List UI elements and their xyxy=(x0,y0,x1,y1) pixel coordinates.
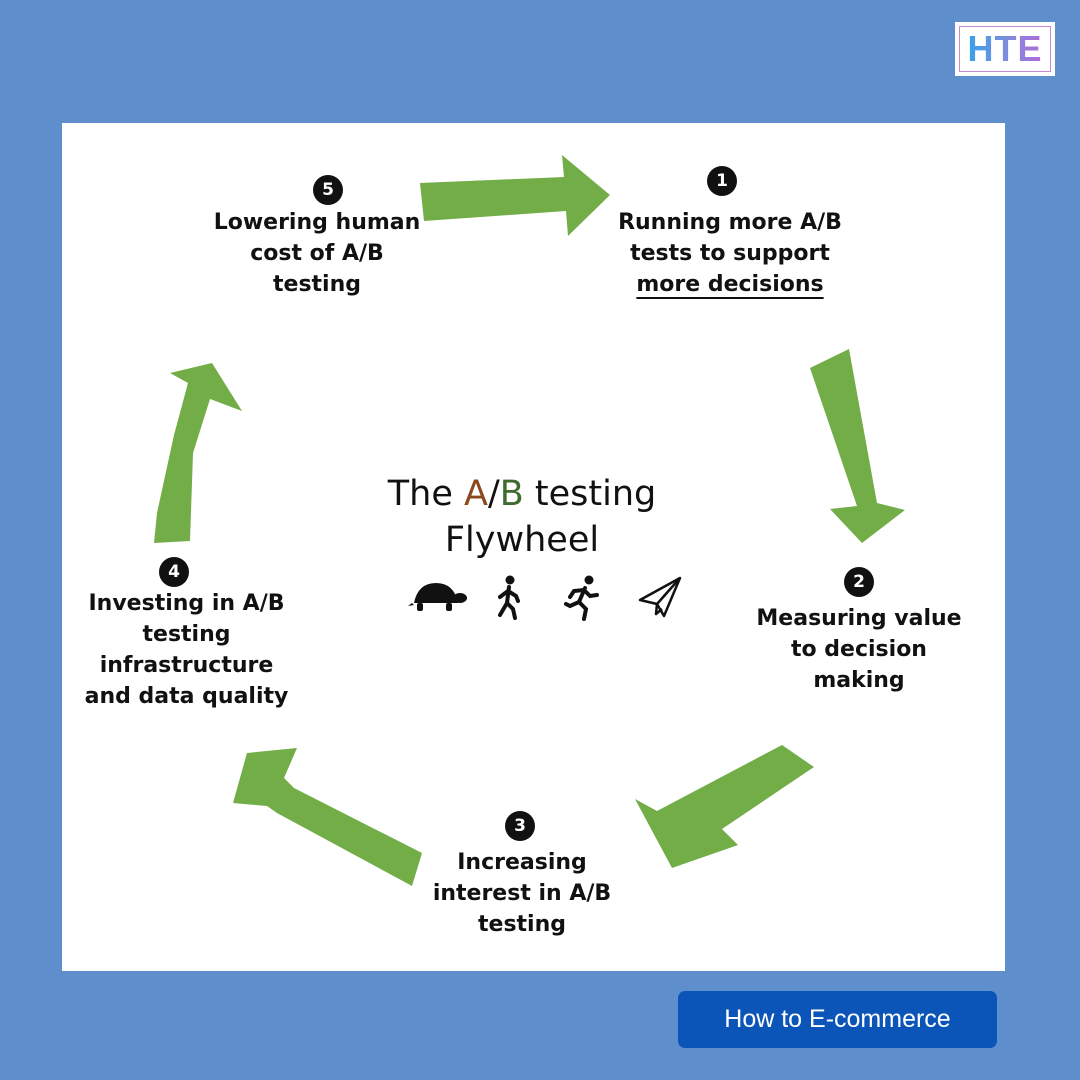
step-5-line-2: cost of A/B xyxy=(250,241,384,266)
walking-person-icon xyxy=(498,575,520,620)
title-the: The xyxy=(387,474,464,514)
arrow-step2-to-step3 xyxy=(635,745,814,868)
logo-text: HTE xyxy=(967,28,1043,69)
turtle-icon xyxy=(408,583,467,611)
step-4-line-4: and data quality xyxy=(84,684,289,709)
step-2-number: 2 xyxy=(844,567,874,597)
step-2-line-2: to decision xyxy=(791,637,927,662)
title-slash: / xyxy=(487,474,500,514)
step-5-line-3: testing xyxy=(273,272,361,297)
title-line-1: The A/B testing xyxy=(362,471,682,517)
title-line-2: Flywheel xyxy=(444,520,600,560)
step-3-line-2: interest in A/B xyxy=(432,881,612,906)
step-2-line-3: making xyxy=(813,668,905,693)
title-letter-b: B xyxy=(499,474,524,514)
step-1-line-2: tests to support xyxy=(630,241,830,266)
step-5-label: Lowering human cost of A/B testing xyxy=(212,207,422,300)
step-1-line-1: Running more A/B xyxy=(618,210,842,235)
step-1-number: 1 xyxy=(707,166,737,196)
title-letter-a: A xyxy=(464,474,488,514)
step-4-number: 4 xyxy=(159,557,189,587)
running-person-icon xyxy=(564,575,599,621)
speed-icons-row xyxy=(408,575,682,621)
how-to-ecommerce-button[interactable]: How to E-commerce xyxy=(678,991,997,1048)
arrow-step1-to-step2 xyxy=(810,349,905,543)
step-5-number: 5 xyxy=(313,175,343,205)
step-4-line-2: testing xyxy=(142,622,231,647)
arrow-step5-to-step1 xyxy=(420,155,610,236)
step-1-label: Running more A/B tests to support more d… xyxy=(610,207,850,300)
step-4-label: Investing in A/B testing infrastructure … xyxy=(84,588,289,712)
logo: HTE xyxy=(955,22,1055,76)
step-3-line-1: Increasing xyxy=(457,850,587,875)
step-2-label: Measuring value to decision making xyxy=(749,603,969,696)
step-3-line-3: testing xyxy=(478,912,566,937)
step-1-line-3: more decisions xyxy=(636,272,824,297)
step-5-line-1: Lowering human xyxy=(213,210,421,235)
title-testing: testing xyxy=(523,474,657,514)
logo-frame: HTE xyxy=(959,26,1051,72)
step-4-line-3: infrastructure xyxy=(99,653,274,678)
arrow-step3-to-step4 xyxy=(233,748,422,886)
flywheel-diagram-panel: 1 Running more A/B tests to support more… xyxy=(62,123,1005,971)
step-3-number: 3 xyxy=(505,811,535,841)
step-2-line-1: Measuring value xyxy=(756,606,962,631)
diagram-title: The A/B testing Flywheel xyxy=(362,471,682,563)
step-3-label: Increasing interest in A/B testing xyxy=(422,847,622,940)
flywheel-arrows xyxy=(154,155,905,886)
arrow-step4-to-step5 xyxy=(154,363,242,543)
paper-plane-icon xyxy=(638,576,682,618)
step-4-line-1: Investing in A/B xyxy=(88,591,285,616)
